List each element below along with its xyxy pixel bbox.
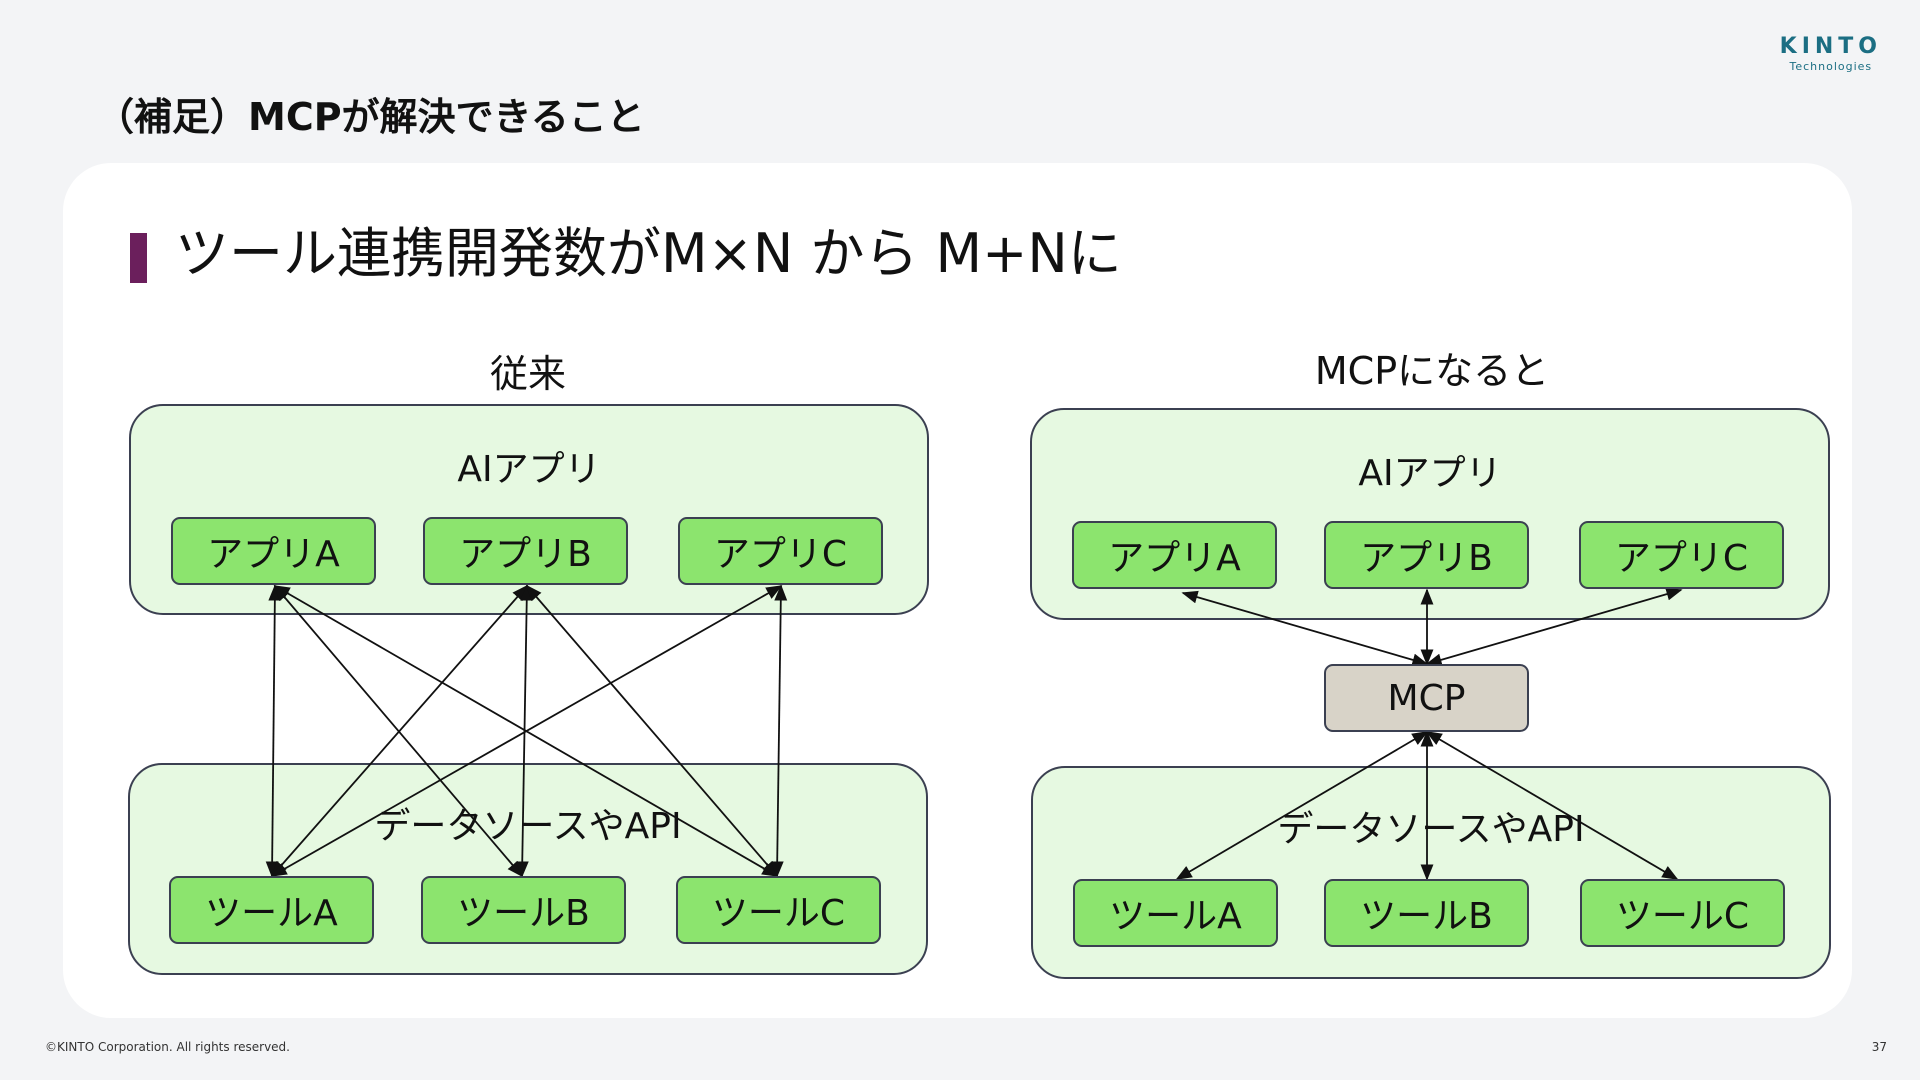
edge-appA-toolA [265,584,282,878]
logo-sub-text: Technologies [1789,60,1873,73]
edge-mcp-toolC [1425,731,1679,880]
left-panel-title: 従来 [489,352,566,396]
right-tool-b-node: ツールB [1324,879,1529,947]
slide-subtitle: ツール連携開発数がM×N から M+Nに [175,222,1122,285]
edge-appC-toolA [270,585,783,877]
left-app-c-node: アプリC [678,517,883,585]
edge-mcp-appC [1425,587,1683,667]
right-app-c-node: アプリC [1579,521,1784,589]
left-app-a-node: アプリA [171,517,376,585]
edge-mcp-toolA [1175,731,1429,880]
right-tool-a-node: ツールA [1073,879,1278,947]
edge-appC-toolC [770,584,788,878]
subtitle-accent-bar [130,233,147,283]
edge-appB-toolC [525,584,779,878]
edge-mcp-appA [1181,590,1429,667]
page-number: 37 [1871,1040,1887,1054]
left-ai-app-label: AIアプリ [457,449,601,490]
copyright-text: ©KINTO Corporation. All rights reserved. [45,1040,290,1054]
right-tool-c-node: ツールC [1580,879,1785,947]
edge-appB-toolA [270,584,529,878]
right-app-a-node: アプリA [1072,521,1277,589]
left-app-b-node: アプリB [423,517,628,585]
page-title: （補足）MCPが解決できること [96,95,645,139]
kinto-logo: KINTO Technologies [1779,34,1882,74]
right-panel-title: MCPになると [1314,349,1550,393]
logo-main-text: KINTO [1779,34,1882,59]
mcp-hub-node: MCP [1324,664,1529,732]
right-ai-app-label: AIアプリ [1358,453,1502,494]
left-tool-a-node: ツールA [169,876,374,944]
left-tool-c-node: ツールC [676,876,881,944]
left-tool-b-node: ツールB [421,876,626,944]
right-app-b-node: アプリB [1324,521,1529,589]
